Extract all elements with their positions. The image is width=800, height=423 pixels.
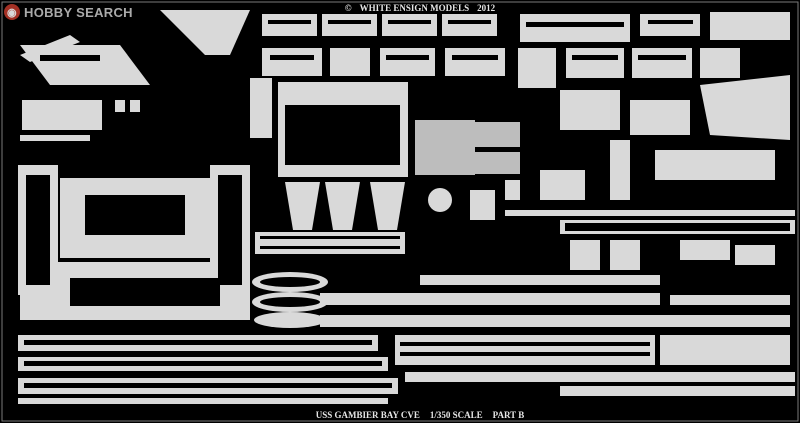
right-side-parts — [540, 75, 790, 200]
small-comb-parts — [20, 100, 140, 141]
hobby-search-logo-icon: ◉ — [4, 4, 20, 20]
hobby-search-watermark: ◉ HOBBY SEARCH — [4, 2, 133, 22]
mesh-grid-parts — [415, 120, 520, 175]
product-name: USS GAMBIER BAY CVE — [315, 410, 420, 420]
central-bulkhead-panel — [250, 78, 408, 177]
scale-text: 1/350 SCALE — [429, 410, 483, 420]
copyright-symbol: © — [344, 3, 352, 13]
part-label: PART B — [492, 410, 525, 420]
maker-name: WHITE ENSIGN MODELS — [359, 3, 470, 13]
diagonal-brace-parts — [20, 10, 250, 85]
fret-footer-text: USS GAMBIER BAY CVE 1/350 SCALE PART B — [290, 408, 550, 422]
lattice-strip-parts — [320, 210, 795, 327]
chevron-truss-parts — [285, 182, 405, 230]
small-bracket-parts — [428, 180, 775, 270]
ladder-strip — [255, 232, 405, 254]
watermark-text: HOBBY SEARCH — [24, 4, 133, 20]
top-row-parts — [262, 12, 790, 88]
year-text: 2012 — [477, 3, 496, 13]
fret-header-text: © WHITE ENSIGN MODELS 2012 — [320, 1, 520, 15]
